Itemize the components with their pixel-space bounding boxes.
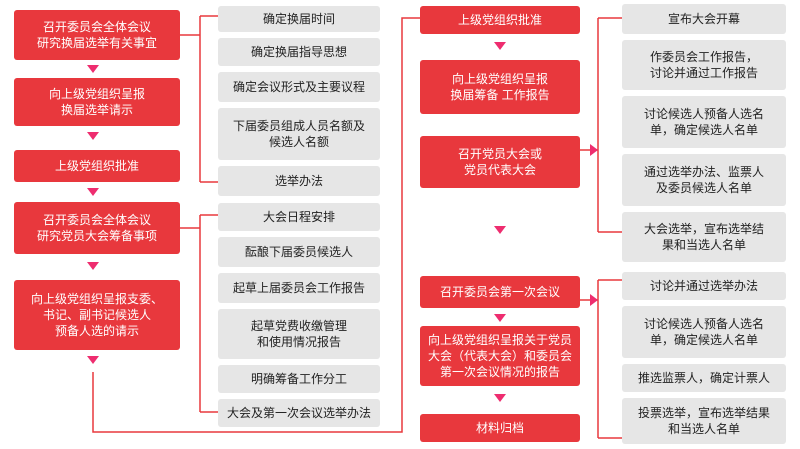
step-right-6: 材料归档 [420, 414, 580, 442]
step-right-1-label: 上级党组织批准 [457, 13, 542, 27]
step-right-4: 召开委员会第一次会议 [420, 276, 580, 308]
task-mid-top-5-label: 选举办法 [274, 174, 323, 188]
task-mid-top-1-label: 确定换届时间 [262, 12, 335, 26]
task-mid-bottom-4: 起草党费收缴管理 和使用情况报告 [218, 309, 380, 359]
task-far-top-4-label: 通过选举办法、监票人 及委员候选人名单 [643, 165, 764, 195]
arrow-down-icon [494, 42, 506, 50]
arrow-down-icon [87, 65, 99, 73]
task-far-bottom-1: 讨论并通过选举办法 [622, 272, 786, 300]
step-right-3: 召开党员大会或 党员代表大会 [420, 136, 580, 188]
task-mid-top-2: 确定换届指导思想 [218, 38, 380, 66]
step-left-1: 召开委员会全体会议 研究换届选举有关事宜 [14, 10, 180, 60]
task-mid-bottom-3-label: 起草上届委员会工作报告 [232, 281, 365, 295]
task-far-top-4: 通过选举办法、监票人 及委员候选人名单 [622, 154, 786, 206]
task-mid-top-3: 确定会议形式及主要议程 [218, 72, 380, 102]
arrow-down-icon [494, 314, 506, 322]
task-far-bottom-4: 投票选举，宣布选举结果 和当选人名单 [622, 398, 786, 444]
task-mid-top-4-label: 下届委员组成人员名额及 候选人名额 [232, 119, 365, 149]
task-far-bottom-3-label: 推选监票人，确定计票人 [637, 371, 770, 385]
task-far-top-5-label: 大会选举，宣布选举结 果和当选人名单 [643, 222, 764, 252]
task-mid-bottom-3: 起草上届委员会工作报告 [218, 273, 380, 303]
arrow-down-icon [87, 262, 99, 270]
task-mid-bottom-6-label: 大会及第一次会议选举办法 [226, 406, 371, 420]
task-far-top-1-label: 宣布大会开幕 [667, 12, 740, 26]
step-left-5-label: 向上级党组织呈报支委、 书记、副书记候选人 预备人选的请示 [30, 292, 163, 338]
step-left-2: 向上级党组织呈报 换届选举请示 [14, 78, 180, 126]
task-far-top-2-label: 作委员会工作报告， 讨论并通过工作报告 [649, 50, 758, 80]
arrow-down-icon [494, 226, 506, 234]
task-far-top-3: 讨论候选人预备人选名 单，确定候选人名单 [622, 96, 786, 148]
step-right-3-label: 召开党员大会或 党员代表大会 [457, 147, 542, 177]
step-right-4-label: 召开委员会第一次会议 [439, 285, 560, 299]
step-right-6-label: 材料归档 [475, 421, 524, 435]
step-left-1-label: 召开委员会全体会议 研究换届选举有关事宜 [36, 20, 157, 50]
step-left-2-label: 向上级党组织呈报 换届选举请示 [48, 87, 145, 117]
task-far-top-5: 大会选举，宣布选举结 果和当选人名单 [622, 212, 786, 262]
step-right-2: 向上级党组织呈报 换届筹备 工作报告 [420, 60, 580, 114]
step-left-5: 向上级党组织呈报支委、 书记、副书记候选人 预备人选的请示 [14, 280, 180, 350]
task-far-bottom-2: 讨论候选人预备人选名 单，确定候选人名单 [622, 306, 786, 358]
task-mid-bottom-2: 酝酿下届委员候选人 [218, 237, 380, 267]
task-mid-bottom-1: 大会日程安排 [218, 203, 380, 231]
step-right-5: 向上级党组织呈报关于党员 大会（代表大会）和委员会 第一次会议情况的报告 [420, 326, 580, 386]
task-far-top-2: 作委员会工作报告， 讨论并通过工作报告 [622, 40, 786, 90]
arrow-down-icon [87, 132, 99, 140]
arrow-right-icon [590, 294, 598, 306]
step-left-4: 召开委员会全体会议 研究党员大会筹备事项 [14, 202, 180, 254]
task-mid-top-3-label: 确定会议形式及主要议程 [232, 80, 365, 94]
task-mid-top-2-label: 确定换届指导思想 [250, 45, 347, 59]
task-far-bottom-1-label: 讨论并通过选举办法 [649, 279, 758, 293]
task-mid-top-5: 选举办法 [218, 166, 380, 196]
step-left-4-label: 召开委员会全体会议 研究党员大会筹备事项 [36, 213, 157, 243]
task-far-bottom-3: 推选监票人，确定计票人 [622, 364, 786, 392]
task-mid-bottom-5: 明确筹备工作分工 [218, 365, 380, 393]
step-left-3: 上级党组织批准 [14, 150, 180, 182]
arrow-right-icon [590, 144, 598, 156]
task-mid-bottom-4-label: 起草党费收缴管理 和使用情况报告 [250, 319, 347, 349]
task-far-bottom-4-label: 投票选举，宣布选举结果 和当选人名单 [637, 406, 770, 436]
step-right-1: 上级党组织批准 [420, 6, 580, 34]
task-mid-bottom-2-label: 酝酿下届委员候选人 [244, 245, 353, 259]
arrow-down-icon [494, 394, 506, 402]
task-mid-top-4: 下届委员组成人员名额及 候选人名额 [218, 108, 380, 160]
task-far-top-3-label: 讨论候选人预备人选名 单，确定候选人名单 [643, 107, 764, 137]
step-left-3-label: 上级党组织批准 [54, 159, 139, 173]
task-far-bottom-2-label: 讨论候选人预备人选名 单，确定候选人名单 [643, 317, 764, 347]
task-mid-top-1: 确定换届时间 [218, 6, 380, 32]
task-mid-bottom-6: 大会及第一次会议选举办法 [218, 399, 380, 427]
task-mid-bottom-5-label: 明确筹备工作分工 [250, 372, 347, 386]
arrow-down-icon [87, 188, 99, 196]
step-right-2-label: 向上级党组织呈报 换届筹备 工作报告 [450, 72, 550, 102]
task-mid-bottom-1-label: 大会日程安排 [262, 210, 335, 224]
arrow-down-icon [87, 356, 99, 364]
task-far-top-1: 宣布大会开幕 [622, 4, 786, 34]
step-right-5-label: 向上级党组织呈报关于党员 大会（代表大会）和委员会 第一次会议情况的报告 [427, 333, 572, 379]
